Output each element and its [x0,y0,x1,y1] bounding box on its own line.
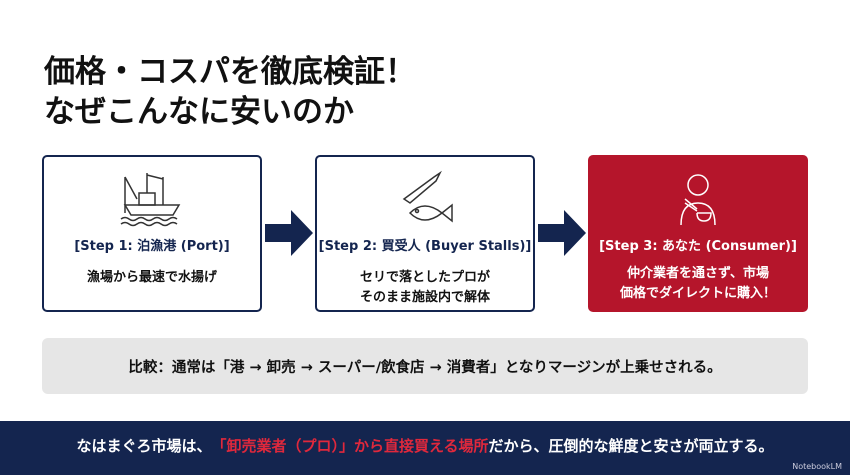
step-2-description: セリで落としたプロが そのまま施設内で解体 [317,268,533,308]
step-3-desc-line-2: 価格でダイレクトに購入！ [619,286,776,301]
step-3-card: [Step 3: あなた (Consumer)] 仲介業者を通さず、市場 価格で… [588,155,808,312]
step-3-description: 仲介業者を通さず、市場 価格でダイレクトに購入！ [590,264,806,304]
step-2-label: [Step 2: 買受人 (Buyer Stalls)] [318,239,532,254]
notebooklm-brand: NotebookLM [792,462,842,471]
step-1-desc-line: 漁場から最速で水揚げ [86,270,217,285]
step-1-description: 漁場から最速で水揚げ [44,268,260,288]
step-3-desc-line-1: 仲介業者を通さず、市場 [626,266,770,281]
page-title: 価格・コスパを徹底検証！ なぜこんなに安いのか [44,52,416,132]
step-1-card: [Step 1: 泊漁港 (Port)] 漁場から最速で水揚げ [42,155,262,312]
footer-text-highlight: 「卸売業者（プロ）」から直接買える場所 [211,436,489,455]
comparison-note: 比較：通常は「港 → 卸売 → スーパー/飲食店 → 消費者」となりマージンが上… [42,338,808,394]
step-2-desc-line-1: セリで落としたプロが [359,270,490,285]
step-2-card: [Step 2: 買受人 (Buyer Stalls)] セリで落としたプロが … [315,155,535,312]
footer-text-pre: なはまぐろ市場は、 [76,436,212,455]
step-2-desc-line-2: そのまま施設内で解体 [359,290,490,305]
knife-fish-icon [317,169,533,227]
footer-text-post: だから、圧倒的な鮮度と安さが両立する。 [488,436,774,455]
footer-banner: なはまぐろ市場は、「卸売業者（プロ）」から直接買える場所だから、圧倒的な鮮度と安… [0,421,850,475]
step-1-label: [Step 1: 泊漁港 (Port)] [74,239,230,254]
arrow-right-icon [265,210,313,256]
title-line-2: なぜこんなに安いのか [44,94,354,130]
step-3-label: [Step 3: あなた (Consumer)] [599,239,797,254]
fishing-boat-icon [44,169,260,227]
arrow-right-icon [538,210,586,256]
person-eating-icon [590,169,806,227]
title-line-1: 価格・コスパを徹底検証！ [44,54,416,90]
